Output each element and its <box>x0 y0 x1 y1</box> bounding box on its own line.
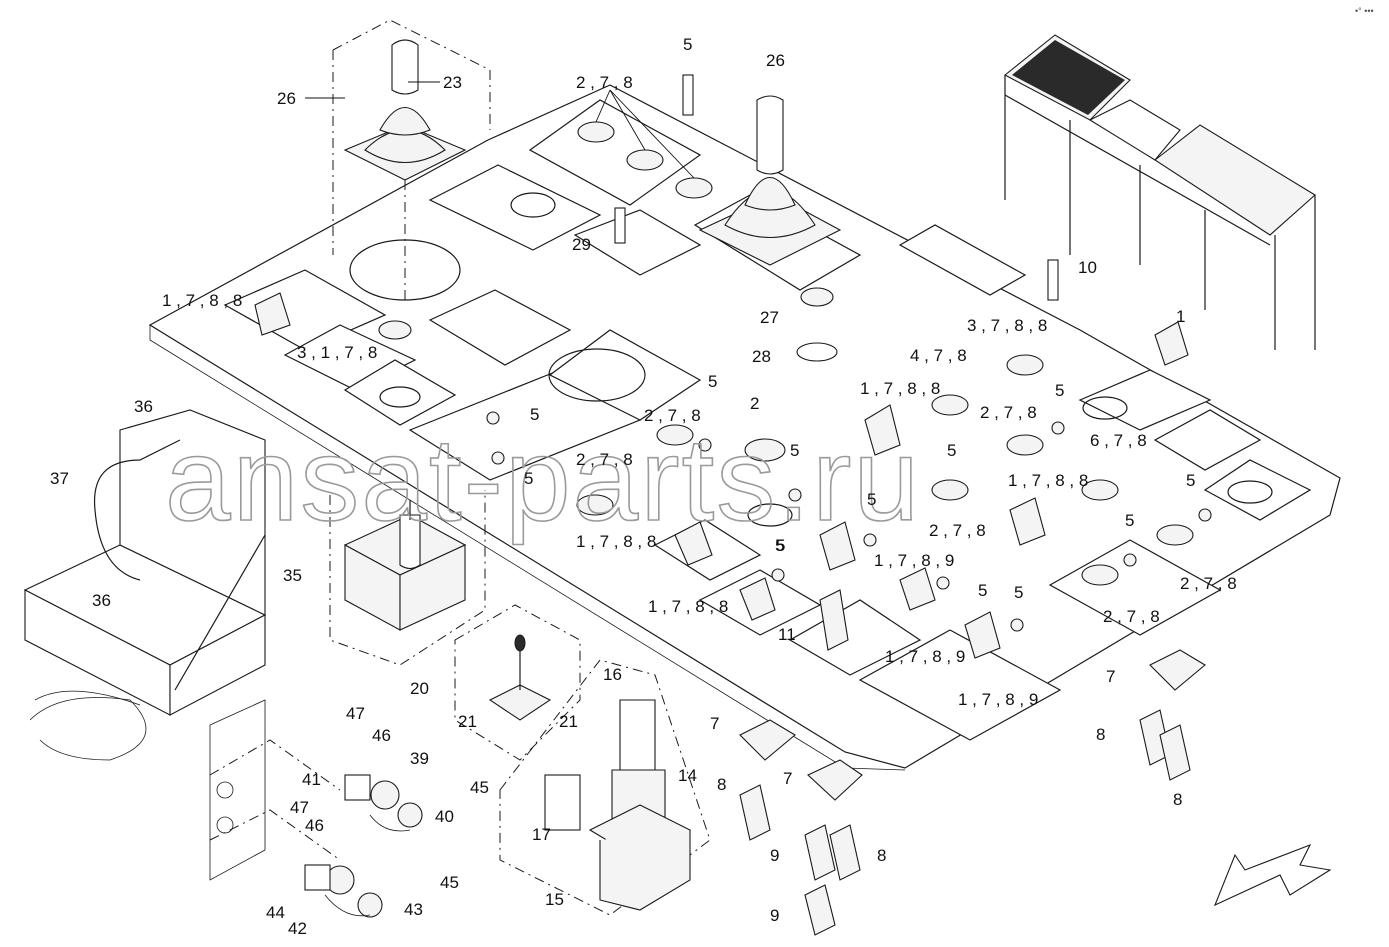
corner-mark: •° ••• <box>1355 6 1374 16</box>
callout-2-7-8: 2 , 7 , 8 <box>576 73 633 92</box>
joystick-14-group <box>499 659 711 916</box>
callout-43: 43 <box>404 900 423 919</box>
callout-2-7-8: 2 , 7 , 8 <box>980 403 1037 422</box>
callout-2-7-8: 2 , 7 , 8 <box>576 450 633 469</box>
callout-21: 21 <box>559 712 578 731</box>
callout-2-7-8: 2 , 7 , 8 <box>1103 607 1160 626</box>
callout-27: 27 <box>760 308 779 327</box>
callout-35: 35 <box>283 566 302 585</box>
callout-6-7-8: 6 , 7 , 8 <box>1090 431 1147 450</box>
callout-2-7-8: 2 , 7 , 8 <box>644 406 701 425</box>
callout-45: 45 <box>470 778 489 797</box>
callout-5: 5 <box>867 490 876 509</box>
callout-7: 7 <box>710 714 719 733</box>
callout-3-7-8-8: 3 , 7 , 8 , 8 <box>967 316 1047 335</box>
callout-44: 44 <box>266 903 285 922</box>
callout-15: 15 <box>545 890 564 909</box>
connector-groups <box>209 699 423 918</box>
callout-46: 46 <box>372 726 391 745</box>
callout-28: 28 <box>752 347 771 366</box>
watermark: ansat-parts.ru <box>165 414 921 546</box>
callout-26: 26 <box>277 89 296 108</box>
callout-3-1-7-8: 3 , 1 , 7 , 8 <box>297 343 377 362</box>
callout-39: 39 <box>410 749 429 768</box>
callout-9: 9 <box>770 846 779 865</box>
callout-8: 8 <box>1173 790 1182 809</box>
callout-1-7-8-8: 1 , 7 , 8 , 8 <box>648 597 728 616</box>
callout-37: 37 <box>50 469 69 488</box>
callout-36: 36 <box>92 591 111 610</box>
callout-7: 7 <box>783 769 792 788</box>
callout-8: 8 <box>717 775 726 794</box>
callout-5: 5 <box>775 536 784 555</box>
callout-40: 40 <box>435 807 454 826</box>
contact-blocks <box>739 649 1206 936</box>
control-panel-plate <box>148 84 1341 771</box>
callout-8: 8 <box>1096 725 1105 744</box>
callout-1-7-8-9: 1 , 7 , 8 , 9 <box>874 551 954 570</box>
callout-10: 10 <box>1078 258 1097 277</box>
electrical-box-left <box>23 409 267 761</box>
callout-9: 9 <box>770 906 779 925</box>
callout-5: 5 <box>790 441 799 460</box>
callout-5: 5 <box>530 405 539 424</box>
callout-5: 5 <box>1055 381 1064 400</box>
joystick-20-group <box>454 604 581 761</box>
callout-5: 5 <box>776 536 785 555</box>
callout-5: 5 <box>708 372 717 391</box>
callout-16: 16 <box>603 665 622 684</box>
joystick-top-left <box>332 19 491 300</box>
callout-2-7-8: 2 , 7 , 8 <box>929 521 986 540</box>
callout-17: 17 <box>532 825 551 844</box>
joystick-top-center <box>698 95 842 266</box>
callout-5: 5 <box>1186 471 1195 490</box>
callout-26: 26 <box>766 51 785 70</box>
callout-4-7-8: 4 , 7 , 8 <box>910 346 967 365</box>
callout-36: 36 <box>134 397 153 416</box>
callout-1-7-8-8: 1 , 7 , 8 , 8 <box>860 379 940 398</box>
callout-1-7-8-8: 1 , 7 , 8 , 8 <box>1008 471 1088 490</box>
callout-7: 7 <box>1106 667 1115 686</box>
callout-5: 5 <box>1014 583 1023 602</box>
callout-2-7-8: 2 , 7 , 8 <box>1180 574 1237 593</box>
callout-5: 5 <box>947 441 956 460</box>
joystick-center-assembly <box>329 490 486 666</box>
callout-1-7-8-9: 1 , 7 , 8 , 9 <box>885 647 965 666</box>
callout-1-7-8-9: 1 , 7 , 8 , 9 <box>958 690 1038 709</box>
callout-labels: 26 23 5 2 , 7 , 8 26 29 10 1 , 7 , 8 , 8… <box>50 35 1237 938</box>
callout-23: 23 <box>443 73 462 92</box>
callout-45: 45 <box>440 873 459 892</box>
callout-41: 41 <box>302 770 321 789</box>
callout-1-7-8-8: 1 , 7 , 8 , 8 <box>576 532 656 551</box>
callout-5: 5 <box>524 469 533 488</box>
callout-42: 42 <box>288 919 307 938</box>
callout-5: 5 <box>1125 511 1134 530</box>
callout-1-7-8-8: 1 , 7 , 8 , 8 <box>162 291 242 310</box>
callout-8: 8 <box>877 846 886 865</box>
callout-29: 29 <box>572 235 591 254</box>
cabinet-right <box>1004 34 1316 350</box>
direction-arrow-icon <box>1213 843 1332 907</box>
callout-20: 20 <box>410 679 429 698</box>
callout-5: 5 <box>978 581 987 600</box>
panel-buttons <box>254 74 1212 659</box>
callout-5: 5 <box>683 35 692 54</box>
callout-46: 46 <box>305 816 324 835</box>
callout-47: 47 <box>346 704 365 723</box>
callout-21: 21 <box>458 712 477 731</box>
callout-1: 1 <box>1176 307 1185 326</box>
callout-47: 47 <box>290 798 309 817</box>
callout-2: 2 <box>750 394 759 413</box>
callout-11: 11 <box>778 625 796 644</box>
callout-14: 14 <box>678 766 697 785</box>
